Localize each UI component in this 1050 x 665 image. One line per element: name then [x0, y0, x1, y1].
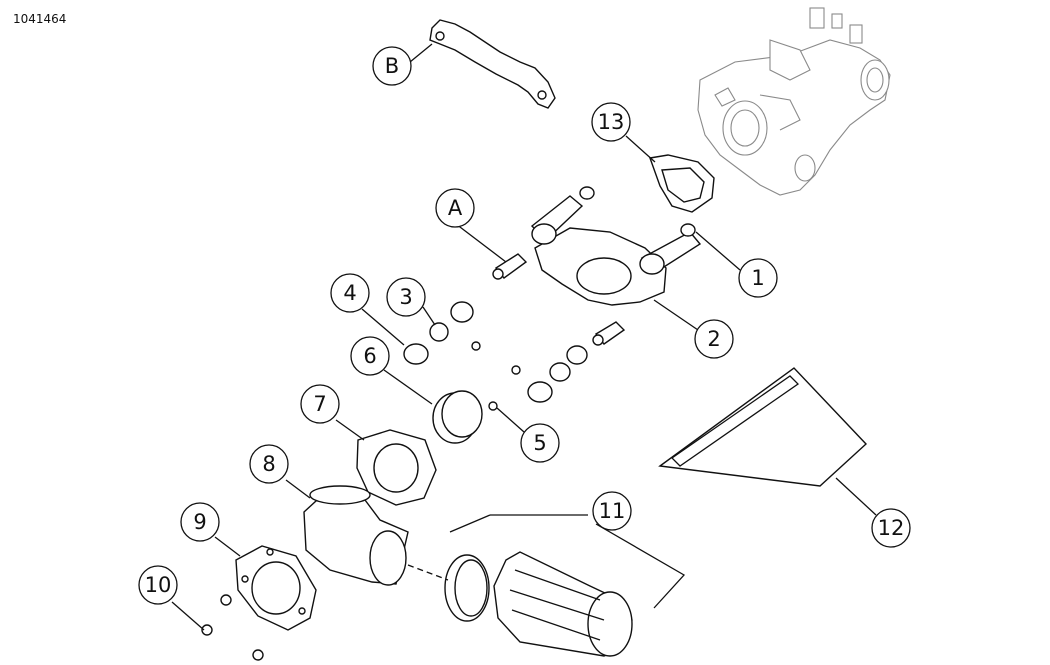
plugs-drawing	[403, 343, 553, 403]
cover-plate-9-drawing	[235, 545, 317, 631]
callout-7: 7	[300, 384, 340, 424]
callout-7-label: 7	[313, 392, 326, 416]
backplate-2-drawing	[530, 186, 702, 306]
callout-12: 12	[871, 508, 911, 548]
gasket-7-drawing	[356, 429, 437, 506]
callout-9: 9	[180, 502, 220, 542]
callout-8: 8	[249, 444, 289, 484]
document-id: 1041464	[13, 12, 67, 26]
callout-1-label: 1	[751, 266, 764, 290]
callout-a: A	[435, 188, 475, 228]
callout-12-label: 12	[878, 516, 905, 540]
callout-6-label: 6	[363, 344, 376, 368]
callout-3-label: 3	[399, 285, 412, 309]
screws-10-drawing	[201, 594, 264, 661]
callout-13: 13	[591, 102, 631, 142]
callout-11-label: 11	[599, 499, 626, 523]
callout-2-label: 2	[707, 327, 720, 351]
gasket-13-drawing	[649, 154, 715, 213]
hex-screw-drawing	[592, 321, 626, 346]
small-screws-drawing	[471, 341, 521, 411]
callout-9-label: 9	[193, 510, 206, 534]
callout-2: 2	[694, 319, 734, 359]
o-rings-drawing	[429, 301, 588, 382]
callout-10-label: 10	[145, 573, 172, 597]
callout-4-label: 4	[343, 281, 356, 305]
elbow-8-drawing	[303, 485, 409, 586]
callout-13-label: 13	[598, 110, 625, 134]
callout-8-label: 8	[262, 452, 275, 476]
alignment-dashed-line	[407, 564, 449, 581]
callout-3: 3	[386, 277, 426, 317]
callout-4: 4	[330, 273, 370, 313]
callout-b: B	[372, 46, 412, 86]
callout-11: 11	[592, 491, 632, 531]
bracket-b-drawing	[429, 19, 556, 109]
throttle-body-drawing	[697, 7, 891, 196]
bolt-a-drawing	[492, 253, 528, 280]
rain-sock-12-drawing	[658, 367, 867, 487]
leader-lines	[171, 43, 877, 631]
clamp-ring-6-drawing	[432, 390, 483, 444]
callout-a-label: A	[448, 196, 463, 220]
callout-5-label: 5	[533, 431, 546, 455]
callout-10: 10	[138, 565, 178, 605]
callout-5: 5	[520, 423, 560, 463]
callout-b-label: B	[385, 54, 399, 78]
callout-1: 1	[738, 258, 778, 298]
air-filter-11-drawing	[444, 551, 633, 657]
callout-6: 6	[350, 336, 390, 376]
